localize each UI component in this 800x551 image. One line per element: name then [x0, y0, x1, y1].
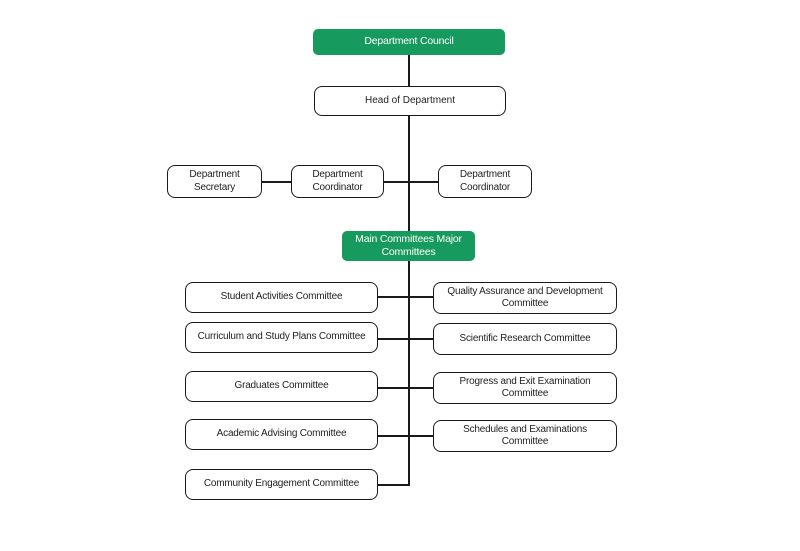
connector-committee-row-2 [378, 338, 433, 340]
node-main-committees-header: Main Committees Major Committees [342, 231, 475, 261]
connector-council-head [408, 55, 410, 86]
node-department-council: Department Council [313, 29, 505, 55]
node-scientific-research-committee: Scientific Research Committee [433, 323, 617, 355]
node-community-engagement-committee: Community Engagement Committee [185, 469, 378, 500]
node-student-activities-committee: Student Activities Committee [185, 282, 378, 313]
connector-committee-row-1 [378, 296, 433, 298]
connector-committee-row-3 [378, 387, 433, 389]
node-progress-exit-examination-committee: Progress and Exit Examination Committee [433, 372, 617, 404]
node-graduates-committee: Graduates Committee [185, 371, 378, 402]
connector-committee-row-5 [378, 484, 410, 486]
connector-committees-spine [408, 261, 410, 486]
node-department-coordinator-1: Department Coordinator [291, 165, 384, 198]
node-schedules-examinations-committee: Schedules and Examinations Committee [433, 420, 617, 452]
connector-committee-row-4 [378, 435, 433, 437]
connector-coordinator-coordinator [384, 181, 438, 183]
connector-secretary-coordinator [262, 181, 291, 183]
node-academic-advising-committee: Academic Advising Committee [185, 419, 378, 450]
node-curriculum-study-plans-committee: Curriculum and Study Plans Committee [185, 322, 378, 353]
node-quality-assurance-development-committee: Quality Assurance and Development Commit… [433, 282, 617, 314]
node-department-secretary: Department Secretary [167, 165, 262, 198]
node-department-coordinator-2: Department Coordinator [438, 165, 532, 198]
node-head-of-department: Head of Department [314, 86, 506, 116]
connector-head-main-spine [408, 116, 410, 231]
